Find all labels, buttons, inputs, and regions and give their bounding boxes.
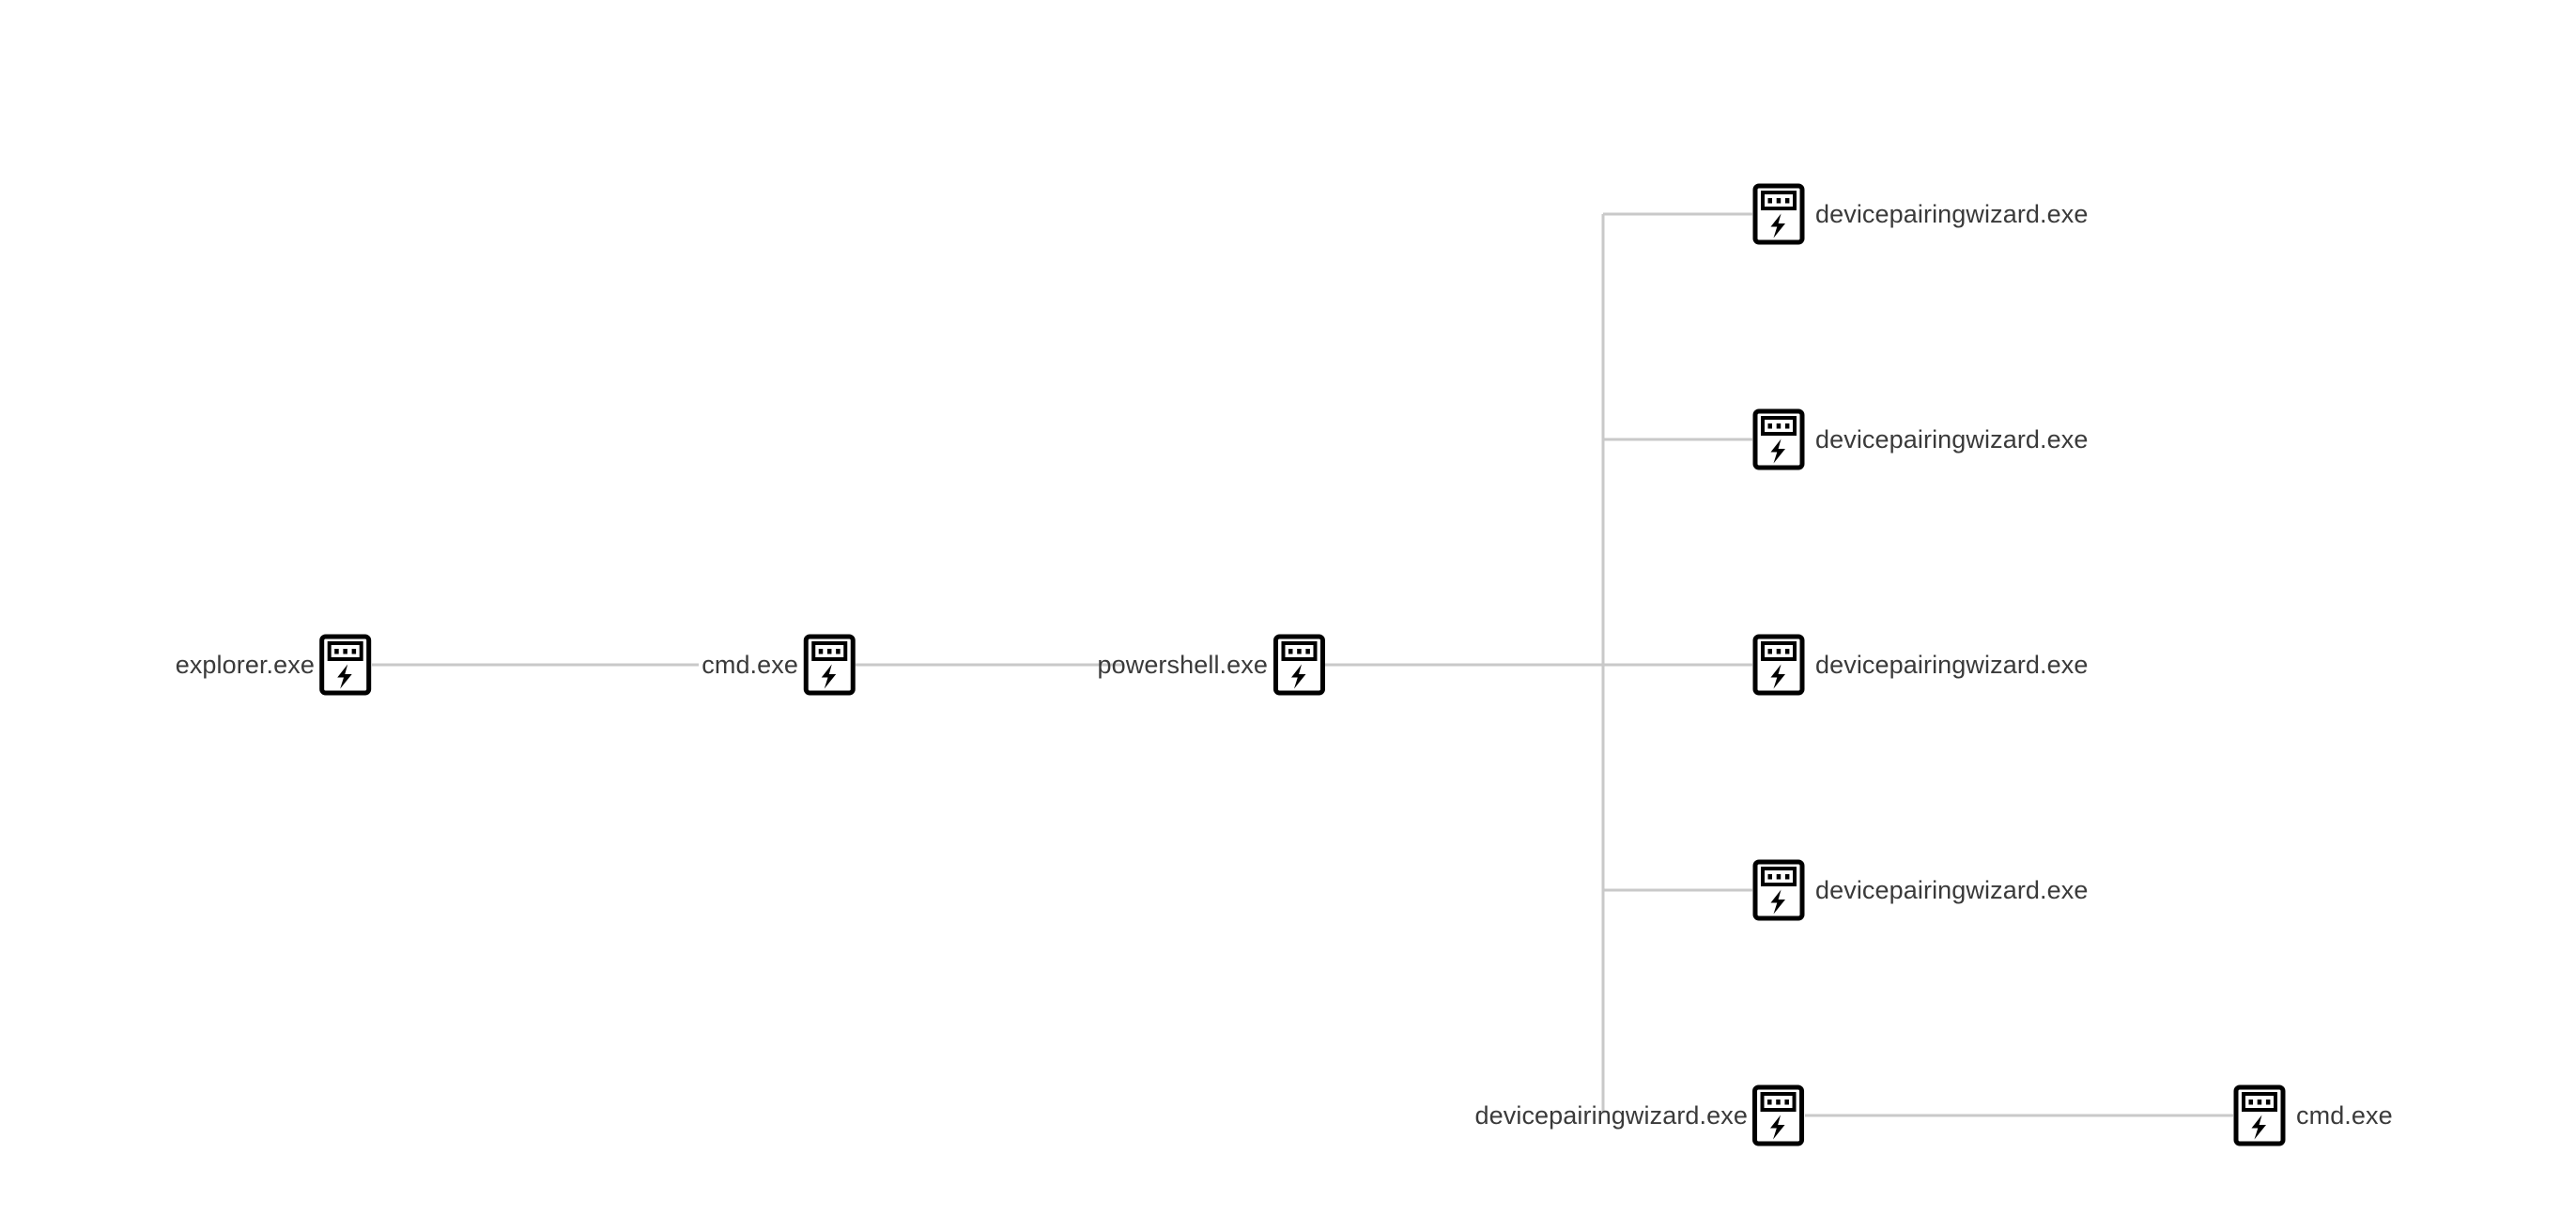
- process-node-dpw-5[interactable]: devicepairingwizard.exe: [1475, 1084, 1805, 1146]
- process-node-dpw-2[interactable]: devicepairingwizard.exe: [1752, 408, 2088, 470]
- process-node-explorer[interactable]: explorer.exe: [176, 634, 372, 696]
- process-node-cmd-2[interactable]: cmd.exe: [2233, 1084, 2393, 1146]
- process-executable-icon: [2233, 1084, 2286, 1146]
- process-node-label-dpw-5: devicepairingwizard.exe: [1474, 1100, 1748, 1130]
- process-node-label-dpw-1: devicepairingwizard.exe: [1815, 199, 2089, 228]
- process-node-dpw-3[interactable]: devicepairingwizard.exe: [1752, 634, 2088, 696]
- process-executable-icon: [1752, 859, 1805, 921]
- edges-group: [372, 212, 2233, 1117]
- process-node-powershell[interactable]: powershell.exe: [1097, 634, 1325, 696]
- process-executable-icon: [1752, 634, 1805, 696]
- process-node-dpw-1[interactable]: devicepairingwizard.exe: [1752, 183, 2088, 245]
- process-executable-icon: [1273, 634, 1325, 696]
- process-node-label-cmd-2: cmd.exe: [2296, 1100, 2393, 1130]
- process-node-cmd-1[interactable]: cmd.exe: [702, 634, 856, 696]
- process-executable-icon: [319, 634, 372, 696]
- process-executable-icon: [1752, 183, 1805, 245]
- process-node-label-dpw-2: devicepairingwizard.exe: [1815, 424, 2089, 454]
- process-node-label-explorer: explorer.exe: [175, 650, 315, 679]
- process-executable-icon: [1752, 408, 1805, 470]
- process-node-label-cmd-1: cmd.exe: [702, 650, 798, 679]
- process-node-dpw-4[interactable]: devicepairingwizard.exe: [1752, 859, 2088, 921]
- process-executable-icon: [1752, 1084, 1805, 1146]
- process-executable-icon: [803, 634, 856, 696]
- process-node-label-dpw-3: devicepairingwizard.exe: [1815, 650, 2089, 679]
- process-node-label-dpw-4: devicepairingwizard.exe: [1815, 875, 2089, 904]
- process-node-label-powershell: powershell.exe: [1097, 650, 1268, 679]
